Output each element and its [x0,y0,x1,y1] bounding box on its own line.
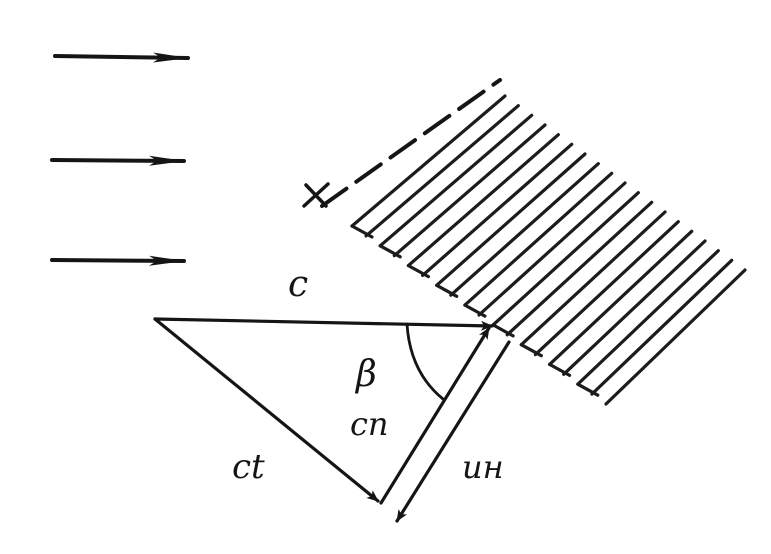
hatch-line [392,123,547,258]
hatch-line [576,249,720,386]
label-beta: β [354,354,377,395]
label-cn: cп [350,405,389,443]
flow-arrow-top [53,52,190,63]
x-marker [302,182,330,208]
hatch-line [350,94,507,228]
hatch-line [590,258,734,396]
flow-arrow-middle [50,155,186,166]
vector-un [395,340,511,523]
angle-beta-arc [405,322,445,401]
hatch-line [491,191,640,327]
hatch-line [378,113,534,248]
hatch-line [562,239,707,376]
vector-cn [379,326,491,505]
hatch-line [364,104,520,238]
label-un: uн [462,448,504,486]
hatch-line [421,142,574,277]
label-ct: ct [232,447,265,487]
vector-ct [153,317,380,503]
hatch-line [477,181,627,317]
hatch-line [406,133,560,268]
hatch-line [505,200,654,337]
hatch-line [533,220,680,357]
hatch-line [435,152,587,287]
blade-hatching [350,94,747,406]
hatch-line [519,210,667,347]
dashed-axis-line [320,78,502,208]
hatch-line [604,268,747,406]
flow-arrow-bottom [50,255,186,266]
hatch-line [547,229,694,366]
label-c: c [288,264,308,305]
hatch-line [463,171,614,307]
hatch-line [449,162,600,297]
vector-c [153,317,494,331]
